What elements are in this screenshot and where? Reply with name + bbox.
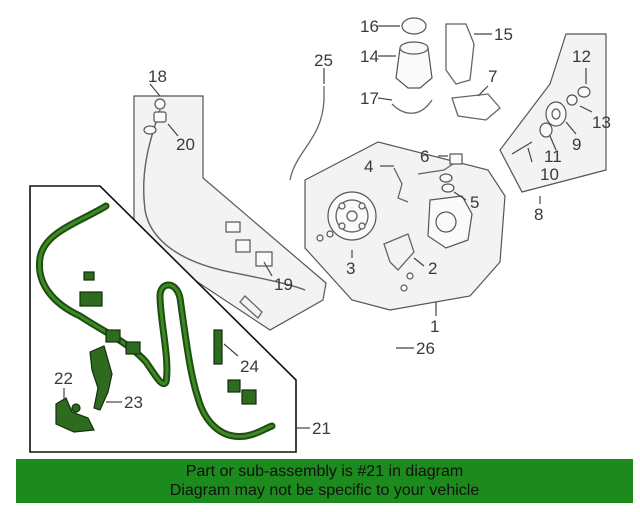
return-hose-26: 26 xyxy=(318,339,435,393)
callout-7: 7 xyxy=(488,67,497,86)
callout-19: 19 xyxy=(274,275,293,294)
banner-line-disclaimer: Diagram may not be specific to your vehi… xyxy=(169,482,480,499)
callout-10: 10 xyxy=(540,165,559,184)
panel-pump-assembly: 3 2 4 6 5 1 xyxy=(304,141,506,336)
callout-20: 20 xyxy=(176,135,195,154)
callout-12: 12 xyxy=(572,47,591,66)
callout-8: 8 xyxy=(534,205,543,224)
banner-line-part: Part or sub-assembly is #21 in diagram xyxy=(185,463,464,480)
info-banner: Part or sub-assembly is #21 in diagram D… xyxy=(16,459,633,503)
callout-5: 5 xyxy=(470,193,479,212)
reservoir-group: 16 14 15 17 7 25 xyxy=(289,17,513,181)
panel-highlighted-21: 22 23 24 21 xyxy=(29,185,331,453)
callout-14: 14 xyxy=(360,47,379,66)
callout-2: 2 xyxy=(428,259,437,278)
callout-18: 18 xyxy=(148,67,167,86)
callout-13: 13 xyxy=(592,113,611,132)
callout-1: 1 xyxy=(430,317,439,336)
callout-26: 26 xyxy=(416,339,435,358)
callout-11: 11 xyxy=(544,147,562,166)
callout-25: 25 xyxy=(314,51,333,70)
panel-idler-pulley: 12 13 9 11 10 8 xyxy=(499,33,611,224)
callout-15: 15 xyxy=(494,25,513,44)
callout-17: 17 xyxy=(360,89,379,108)
callout-3: 3 xyxy=(346,259,355,278)
callout-21: 21 xyxy=(312,419,331,438)
callout-16: 16 xyxy=(360,17,379,36)
callout-9: 9 xyxy=(572,135,581,154)
callout-6: 6 xyxy=(420,147,429,166)
callout-23: 23 xyxy=(124,393,143,412)
callout-22: 22 xyxy=(54,369,73,388)
callout-24: 24 xyxy=(240,357,259,376)
callout-4: 4 xyxy=(364,157,373,176)
